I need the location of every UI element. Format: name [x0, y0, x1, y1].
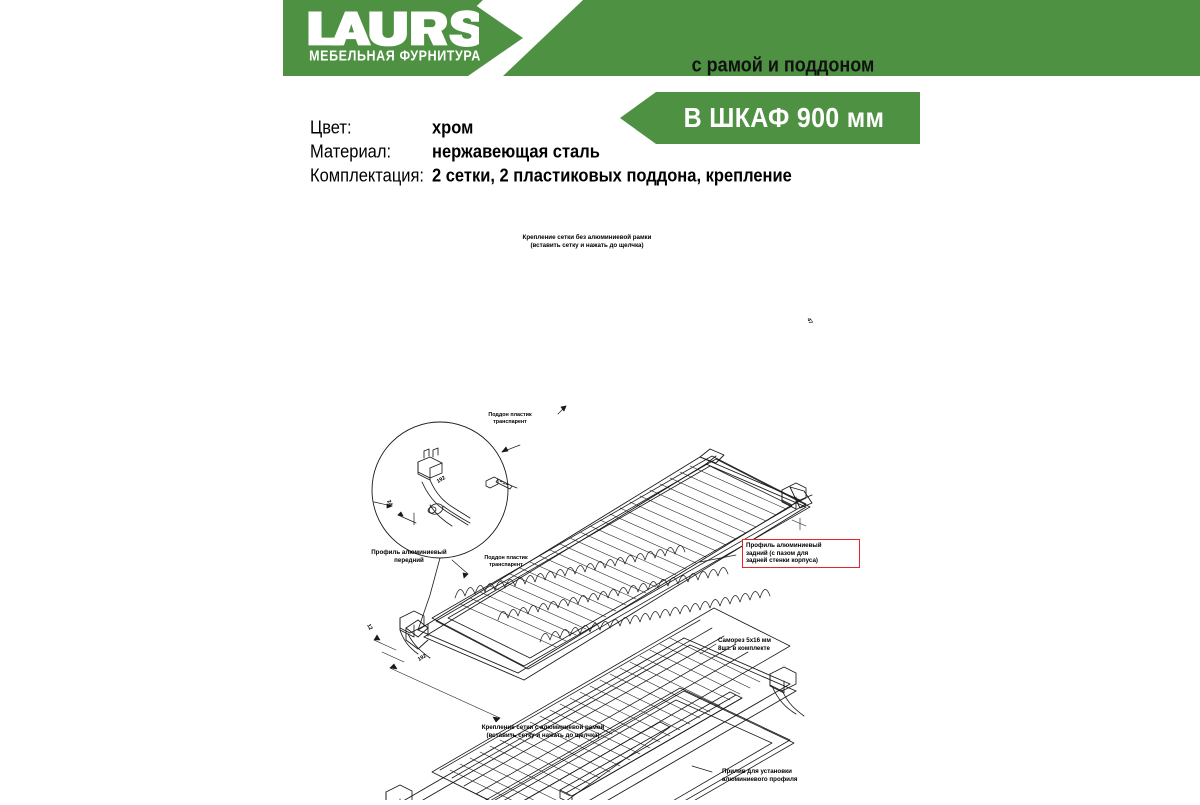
page-subtitle: с рамой и поддоном: [691, 53, 875, 76]
callout-mesh-no-frame: Крепление сетки без алюминиевой рамки (в…: [522, 234, 652, 249]
spec-key-color: Цвет:: [310, 117, 352, 138]
page-title: ПОСУДОСУШИТЕЛЬ: [619, 7, 947, 51]
spec-value-color: хром: [432, 117, 474, 138]
cabinet-size-label: В ШКАФ 900 мм: [683, 101, 885, 134]
callout-screw: Саморез 5x16 мм 8шт. в комплекте: [718, 637, 771, 652]
callout-mesh-with-frame: Крепление сетки с алюминиевой рамой (вст…: [481, 724, 605, 739]
spec-value-contents: 2 сетки, 2 пластиковых поддона, креплени…: [432, 165, 792, 186]
spec-list: Цвет: хром Материал: нержавеющая сталь К…: [310, 117, 792, 192]
cabinet-size-banner: [620, 92, 920, 144]
callout-profile-front: Профиль алюминиевый передний: [371, 549, 447, 564]
spec-row: Цвет: хром: [310, 117, 792, 144]
technical-diagram: Крепление сетки без алюминиевой рамки (в…: [0, 200, 1200, 805]
spec-value-material: нержавеющая сталь: [432, 141, 600, 162]
laurus-wordmark-icon: [308, 10, 479, 47]
header: МЕБЕЛЬНАЯ ФУРНИТУРА ПОСУДОСУШИТЕЛЬ с рам…: [0, 0, 1200, 160]
logo-tagline: МЕБЕЛЬНАЯ ФУРНИТУРА: [309, 47, 481, 65]
callout-profile-rear-box: Профиль алюминиевый задний (с пазом для …: [742, 539, 860, 568]
assembly-drawing: [371, 405, 813, 805]
spec-key-contents: Комплектация:: [310, 165, 425, 186]
callout-boss: Прилив для установки алюминиевого профил…: [722, 768, 798, 783]
brand-logo: МЕБЕЛЬНАЯ ФУРНИТУРА: [305, 8, 485, 72]
callout-tray-top: Поддон пластик транспарент: [488, 412, 532, 425]
callout-profile-rear: Профиль алюминиевый задний (с пазом для …: [746, 542, 822, 565]
spec-key-material: Материал:: [310, 141, 392, 162]
spec-row: Комплектация: 2 сетки, 2 пластиковых под…: [310, 165, 792, 192]
spec-row: Материал: нержавеющая сталь: [310, 141, 792, 168]
callout-tray-bottom: Поддон пластик транспарент: [484, 555, 528, 568]
